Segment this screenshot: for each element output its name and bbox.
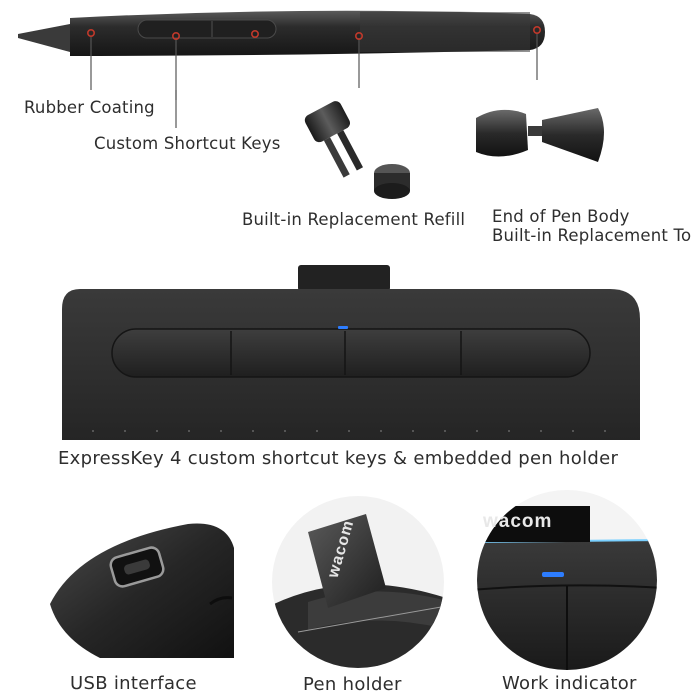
pen-illustration xyxy=(18,10,545,56)
end-of-pen-body-label: End of Pen Body xyxy=(492,207,630,226)
pen-callout-lines xyxy=(87,25,541,100)
rubber-coating-label: Rubber Coating xyxy=(24,98,155,117)
replacement-tool-label: Built-in Replacement To xyxy=(492,226,692,245)
work-indicator-photo xyxy=(477,490,657,670)
work-indicator-brand-logo: wacom xyxy=(483,511,553,532)
usb-interface-caption: USB interface xyxy=(70,673,197,694)
replacement-refill-label: Built-in Replacement Refill xyxy=(242,210,466,229)
tablet-illustration xyxy=(62,265,640,440)
usb-interface-photo xyxy=(50,523,234,658)
pen-end-illustration xyxy=(476,108,604,162)
shortcut-keys-callout-line xyxy=(175,90,177,128)
replacement-refill-illustration xyxy=(304,101,410,199)
work-indicator-caption: Work indicator xyxy=(502,673,637,694)
pen-holder-caption: Pen holder xyxy=(303,674,402,695)
custom-shortcut-keys-label: Custom Shortcut Keys xyxy=(94,134,281,153)
pen-holder-photo xyxy=(272,496,444,668)
tablet-caption: ExpressKey 4 custom shortcut keys & embe… xyxy=(58,448,619,469)
